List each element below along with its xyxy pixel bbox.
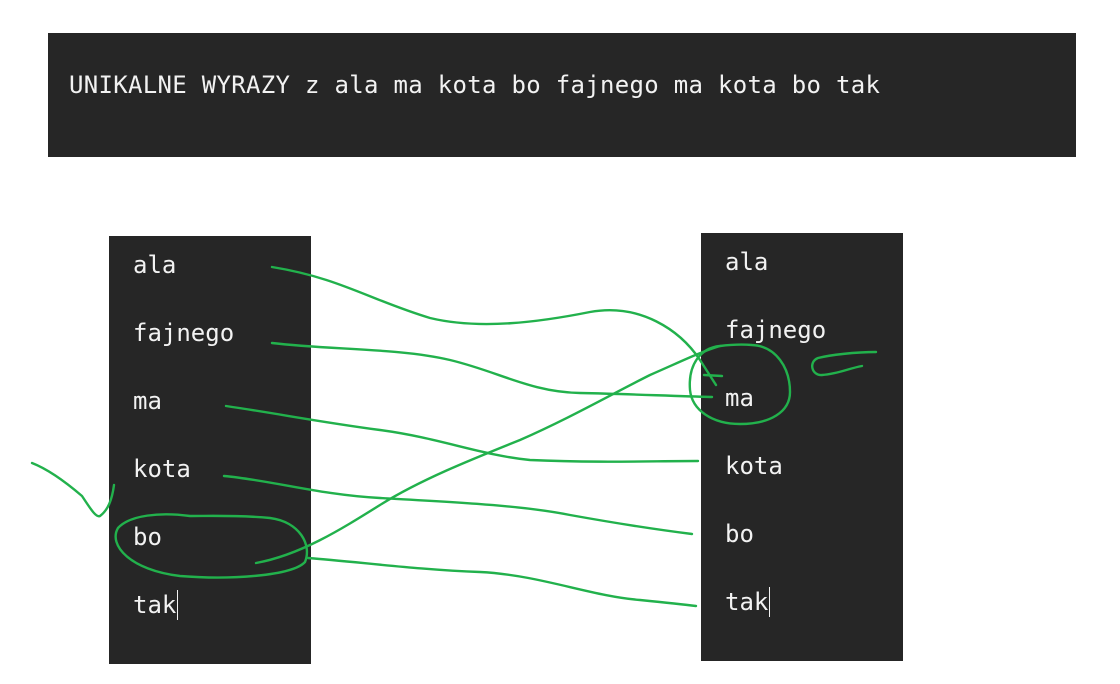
- left-word-tak: tak: [133, 591, 177, 619]
- left-word-bo: bo: [133, 523, 162, 551]
- right-word-bo: bo: [725, 520, 754, 548]
- text-cursor: [769, 587, 771, 617]
- right-word-kota: kota: [725, 452, 783, 480]
- link-fajnego-to-ma: [270, 341, 714, 399]
- squiggle-left: [30, 461, 116, 518]
- left-word-kota: kota: [133, 455, 191, 483]
- text-cursor: [177, 590, 179, 620]
- link-bo-to-fajnego: [254, 344, 722, 565]
- left-word-fajnego: fajnego: [133, 319, 235, 347]
- right-word-fajnego: fajnego: [725, 316, 827, 344]
- link-ala-to-ma: [270, 265, 718, 387]
- header-text: UNIKALNE WYRAZY z ala ma kota bo fajnego…: [69, 71, 881, 99]
- right-word-list: ala fajnego ma kota bo tak: [701, 233, 903, 661]
- left-word-ma: ma: [133, 387, 162, 415]
- right-word-tak: tak: [725, 588, 769, 616]
- left-word-tak-line[interactable]: tak: [133, 590, 179, 620]
- right-word-ma: ma: [725, 384, 754, 412]
- link-bo-to-tak: [306, 556, 698, 608]
- right-word-ala: ala: [725, 248, 769, 276]
- right-word-tak-line[interactable]: tak: [725, 587, 771, 617]
- left-word-list: ala fajnego ma kota bo tak: [109, 236, 311, 664]
- left-word-ala: ala: [133, 251, 177, 279]
- header-bar: UNIKALNE WYRAZY z ala ma kota bo fajnego…: [48, 33, 1076, 157]
